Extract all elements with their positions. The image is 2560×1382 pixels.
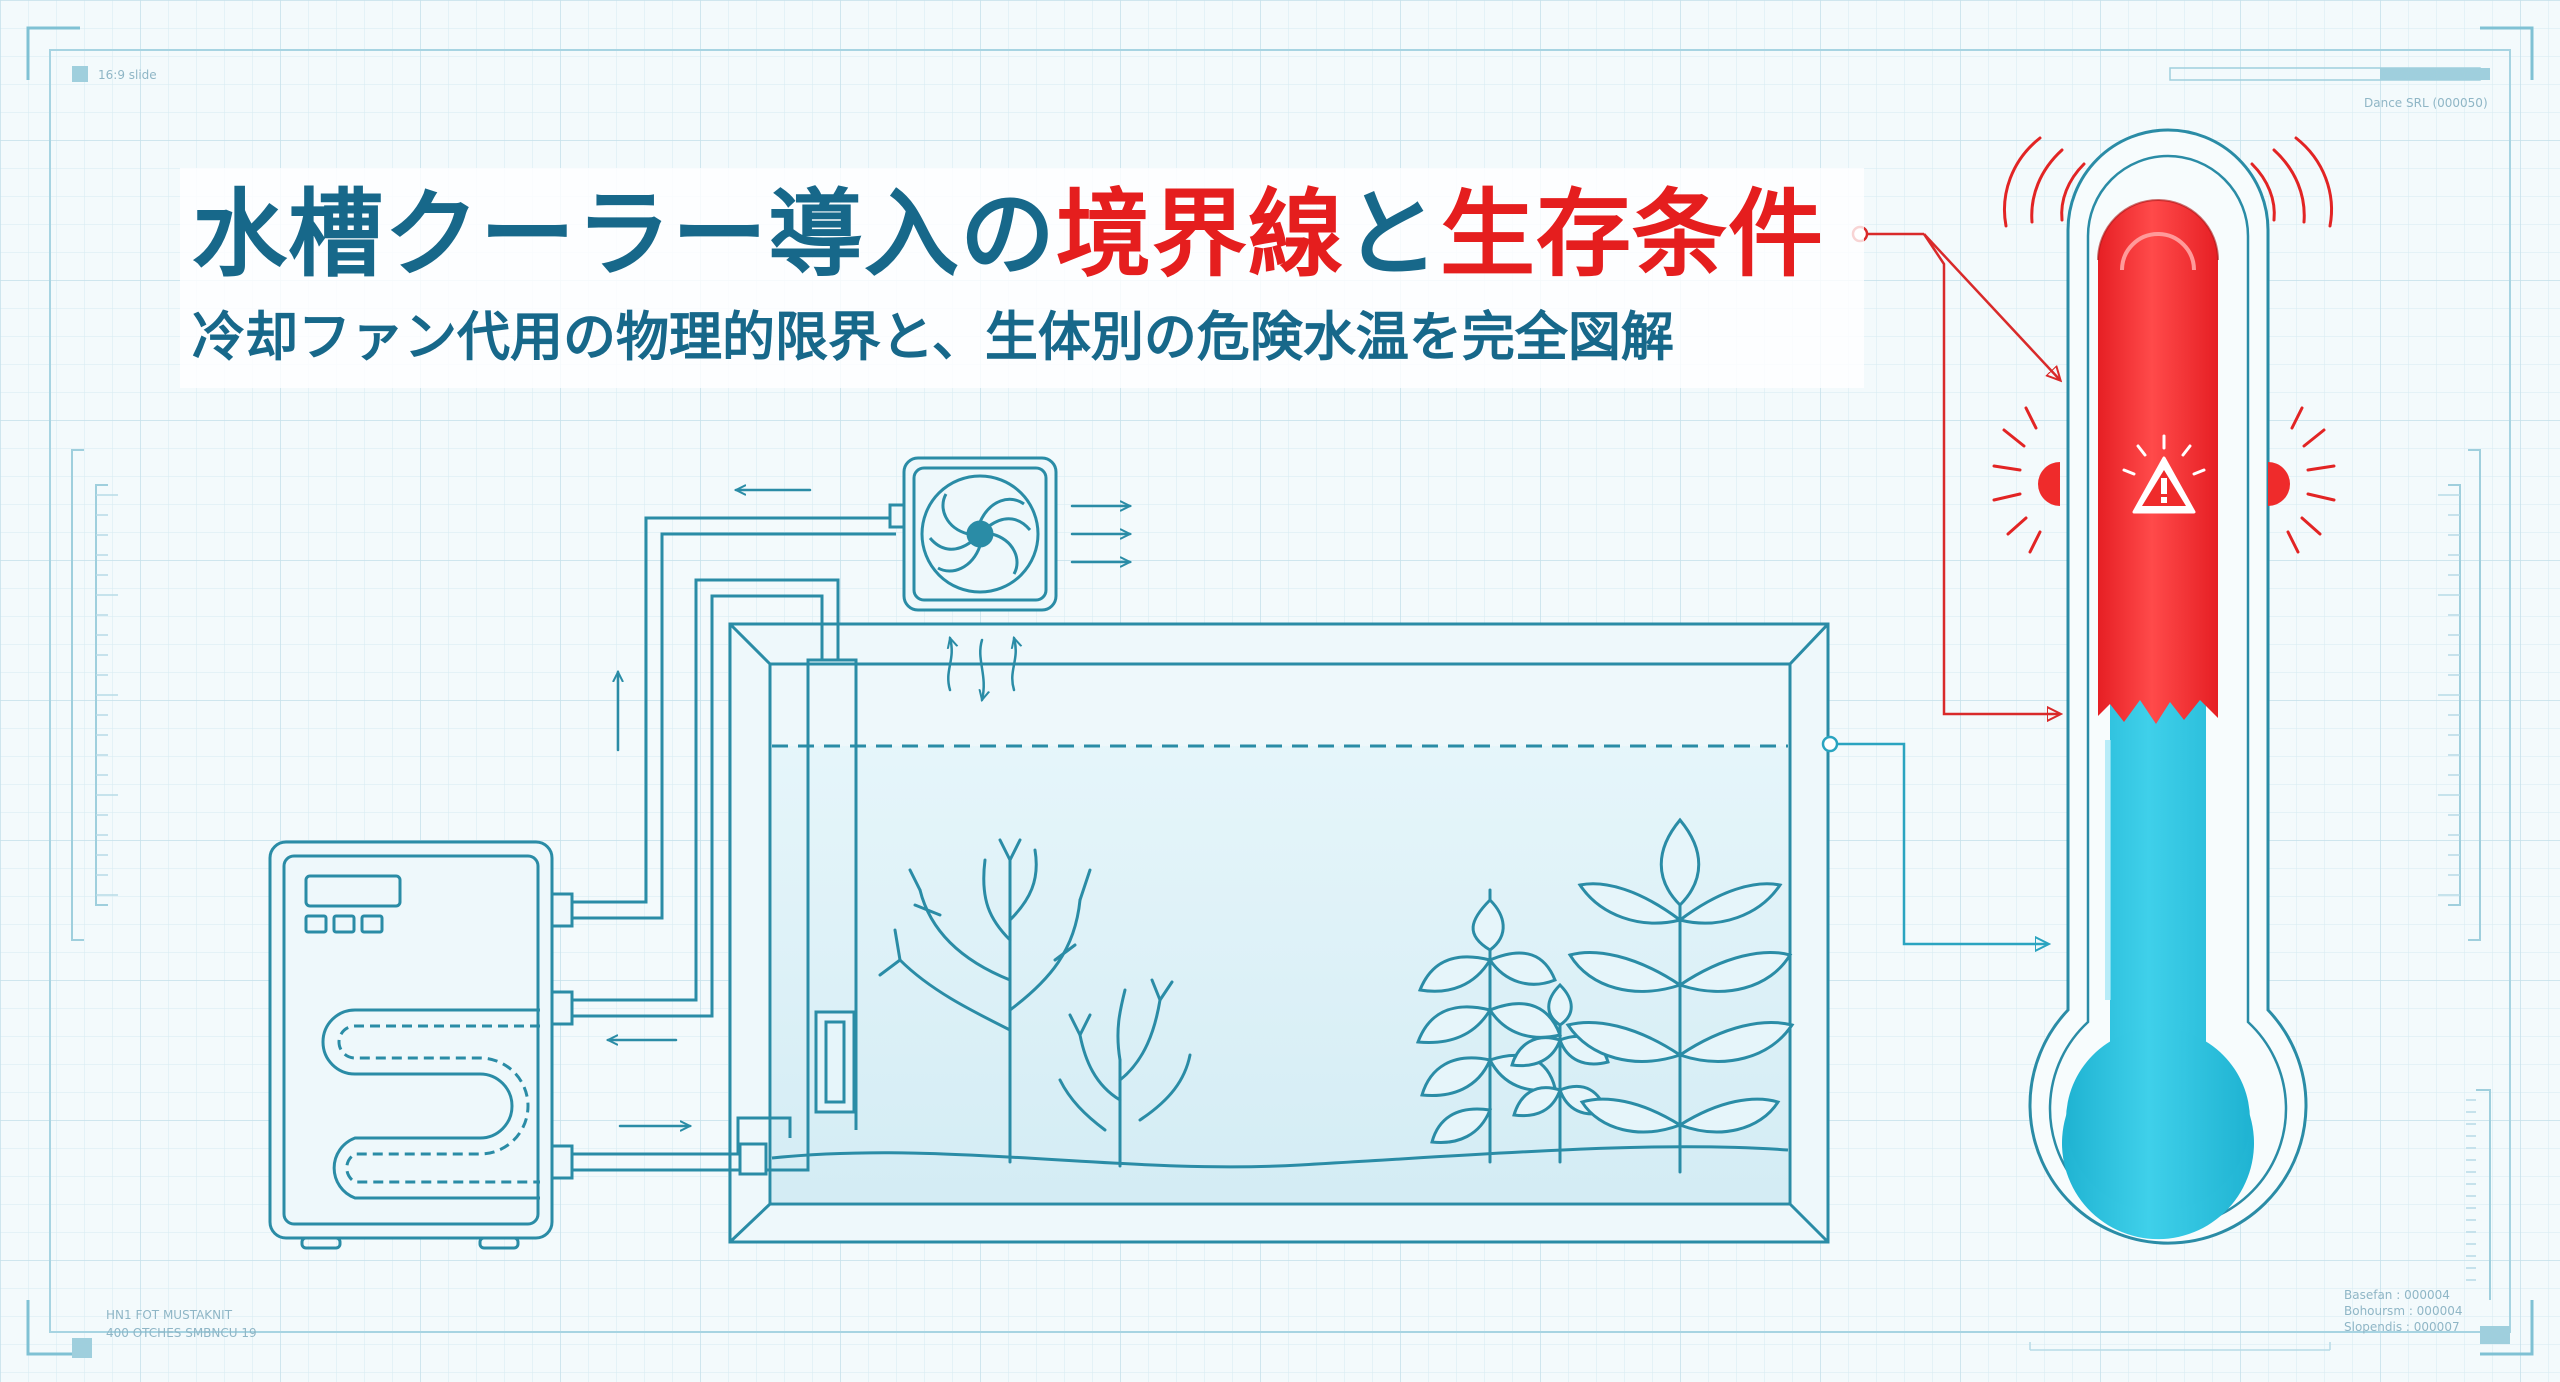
heat-waves <box>2003 136 2333 228</box>
flow-arrows <box>608 490 1130 1126</box>
frame-label-bottom-right-3: Slopendis : 000007 <box>2344 1320 2460 1334</box>
title-segment-boundary: 境界線 <box>1056 180 1345 290</box>
pipe-intake <box>550 1116 810 1180</box>
chiller-unit <box>268 840 554 1250</box>
frame-label-bottom-left-2: 400 OTCHES SMBNCU 19 <box>106 1326 257 1340</box>
warning-icon <box>2122 434 2206 514</box>
plant-tree-left <box>878 838 1092 1164</box>
title-segment-main: 水槽クーラー導入の <box>192 180 1057 290</box>
plant-coral-center <box>1058 978 1192 1168</box>
frame-label-bottom-right-2: Bohoursm : 000004 <box>2344 1304 2463 1318</box>
title-segment-connector: と <box>1344 180 1441 290</box>
pipe-return <box>550 578 840 1026</box>
intake-pipe <box>806 658 858 1160</box>
frame-label-bottom-left-1: HN1 FOT MUSTAKNIT <box>106 1308 233 1322</box>
title-block: 水槽クーラー導入の境界線と生存条件 冷却ファン代用の物理的限界と、生体別の危険水… <box>180 168 1864 388</box>
alarm-light-left <box>1992 406 2060 554</box>
frame-label-top-left: 16:9 slide <box>98 68 157 82</box>
fan-icon <box>888 456 1058 612</box>
chiller-display-icon <box>304 874 402 934</box>
callout-blue <box>1821 735 2048 944</box>
side-rulers <box>71 449 2491 1300</box>
title-segment-survival: 生存条件 <box>1440 180 1825 290</box>
thermometer <box>2028 128 2308 1245</box>
corner-marks <box>72 66 2510 1358</box>
substrate-line <box>771 1145 1789 1169</box>
ruler-ticks <box>96 494 2476 1281</box>
alarm-light-right <box>2268 406 2336 554</box>
plant-large-leaf <box>1565 817 1795 1174</box>
page-subtitle: 冷却ファン代用の物理的限界と、生体別の危険水温を完全図解 <box>192 307 1674 368</box>
pipe-outlet <box>550 516 896 928</box>
page-title: 水槽クーラー導入の境界線と生存条件 <box>192 176 1852 294</box>
slide-frame <box>26 26 2534 1356</box>
frame-label-top-right: Dance SRL (000050) <box>2364 96 2488 110</box>
frame-label-bottom-right-1: Basefan : 000004 <box>2344 1288 2450 1302</box>
plant-leafy-2 <box>1510 982 1610 1164</box>
chiller-coil <box>321 1008 540 1200</box>
